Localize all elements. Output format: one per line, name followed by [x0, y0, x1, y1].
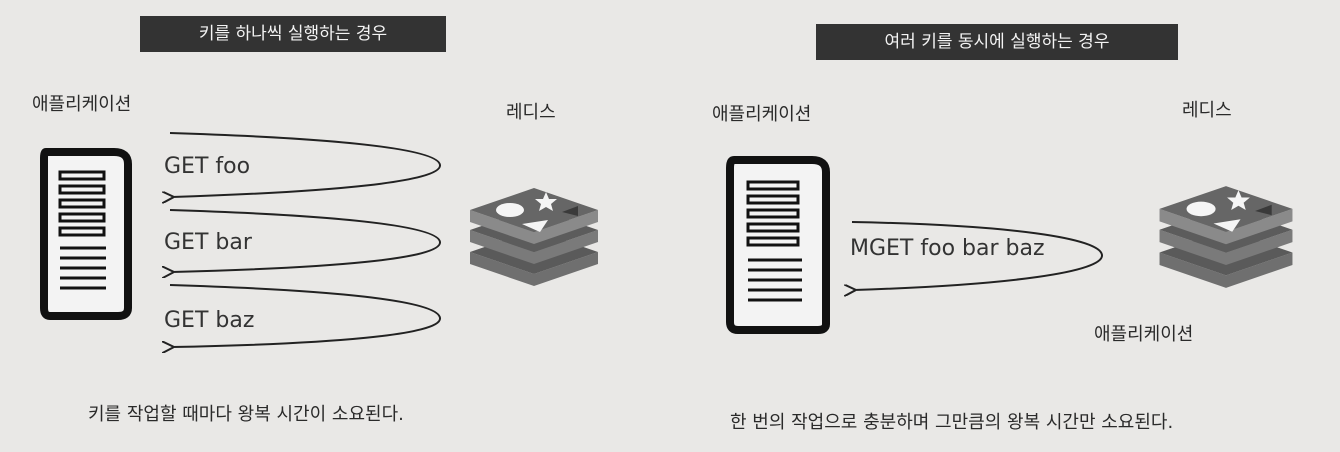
request-get-bar: GET bar [164, 230, 252, 255]
left-caption: 키를 작업할 때마다 왕복 시간이 소요된다. [88, 404, 404, 425]
redis-logo-icon-right [1159, 186, 1293, 288]
server-icon [40, 148, 132, 320]
request-mget: MGET foo bar baz [850, 236, 1045, 261]
left-banner: 키를 하나씩 실행하는 경우 [140, 16, 446, 52]
redis-logo-icon [470, 188, 598, 286]
loop-arrow-3 [170, 284, 441, 347]
left-redis-label: 레디스 [506, 102, 556, 123]
right-redis-sub-label: 애플리케이션 [1094, 324, 1194, 345]
request-get-baz: GET baz [164, 308, 255, 333]
right-redis-label: 레디스 [1182, 100, 1232, 121]
request-get-foo: GET foo [164, 154, 251, 179]
right-banner: 여러 키를 동시에 실행하는 경우 [816, 24, 1178, 60]
right-caption: 한 번의 작업으로 충분하며 그만큼의 왕복 시간만 소요된다. [730, 412, 1174, 433]
right-app-label: 애플리케이션 [712, 104, 812, 125]
mget-arrow [852, 221, 1103, 290]
loop-arrow-1 [170, 132, 441, 197]
server-icon-right [726, 156, 830, 334]
left-app-label: 애플리케이션 [32, 94, 132, 115]
loop-arrow-2 [170, 209, 441, 272]
